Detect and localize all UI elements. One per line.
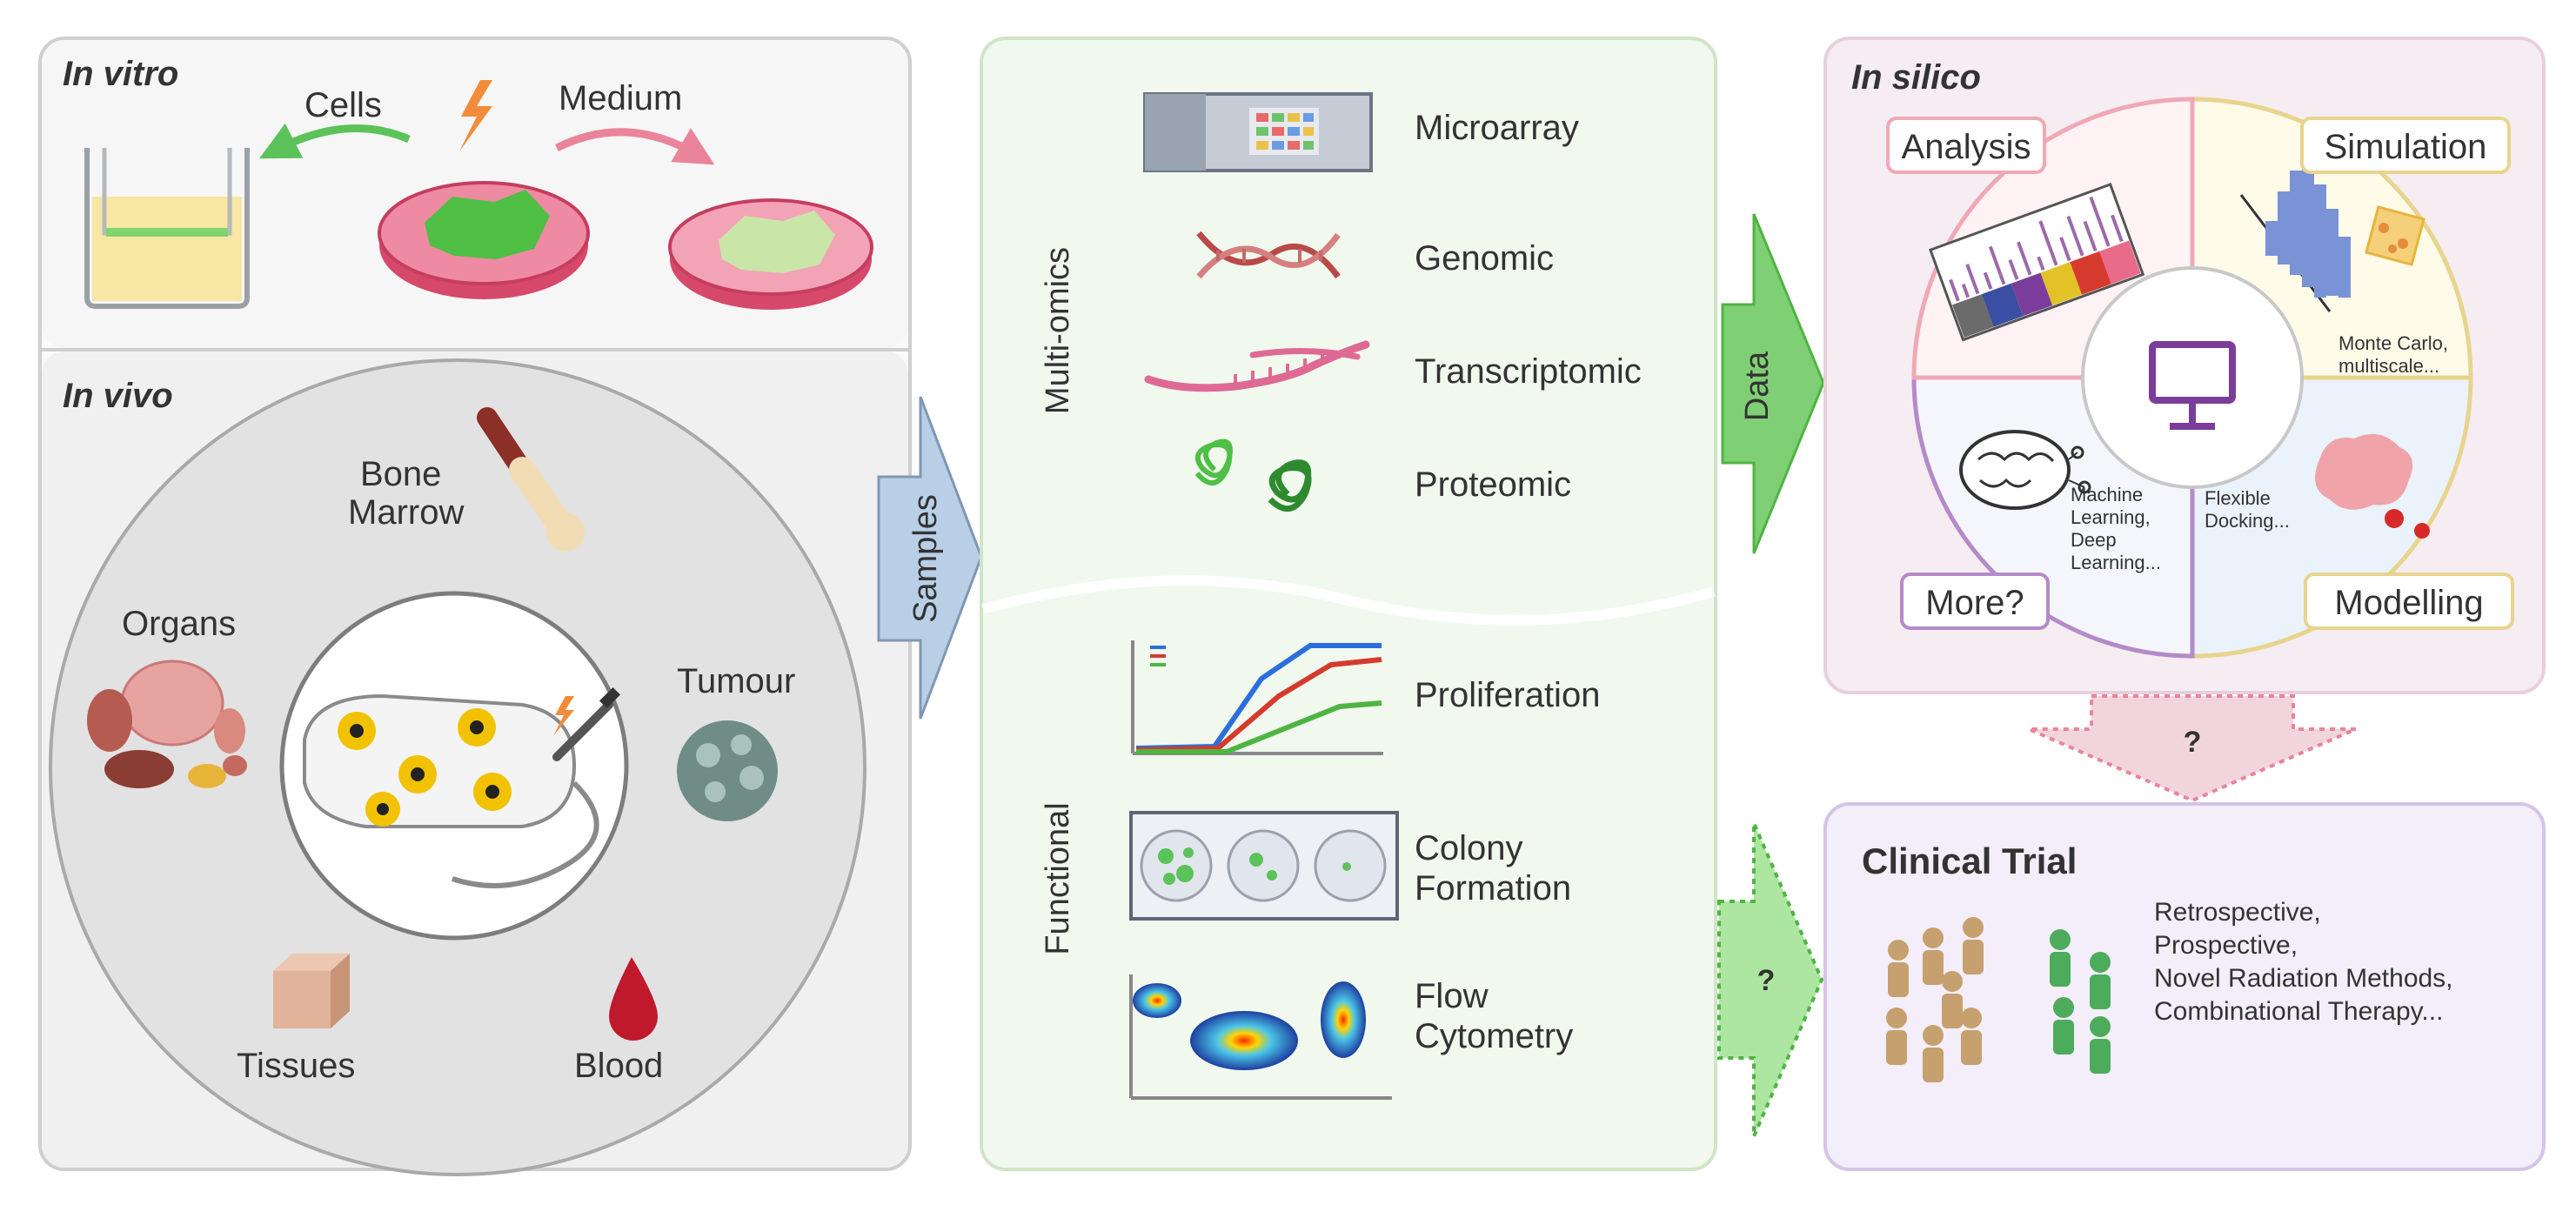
functional-item-cytometry: Cytometry (1415, 1017, 1573, 1055)
docking-text-1: Flexible (2205, 487, 2271, 509)
patients-group-tan-icon (1886, 917, 1984, 1082)
irradiated-dish-icon (668, 198, 873, 310)
rna-icon (1144, 340, 1370, 392)
samples-label: Samples (907, 494, 944, 623)
middle-panel: Multi-omics Functional Microarray (980, 37, 1717, 1171)
analysis-tag (1886, 117, 2046, 174)
histogram-icon (2239, 157, 2425, 312)
functional-item-colony: Colony (1415, 829, 1523, 867)
docking-text-2: Docking... (2205, 510, 2290, 532)
in-vitro-section: In vitro Cells Medium (42, 40, 908, 348)
more-tag (1900, 573, 2050, 630)
organs-icon (87, 660, 247, 788)
question-arrow-right: ? (1717, 822, 1824, 1137)
clinical-item-3: Novel Radiation Methods, (2154, 964, 2453, 993)
blood-drop-icon (609, 957, 658, 1041)
transwell-icon (84, 148, 250, 309)
modelling-tag (2304, 573, 2514, 630)
data-label: Data (1739, 351, 1776, 421)
omics-item-microarray: Microarray (1415, 109, 1579, 147)
computer-icon (2149, 341, 2236, 430)
left-panel: In vitro Cells Medium (38, 37, 912, 1176)
simulation-label: Simulation (2325, 128, 2487, 166)
clinical-item-1: Retrospective, (2154, 898, 2321, 927)
protein-icon (1194, 439, 1312, 512)
in-vitro-title: In vitro (63, 55, 178, 93)
question-mark-right: ? (1757, 964, 1776, 997)
ml-text-2: Learning, (2071, 506, 2151, 528)
modelling-label: Modelling (2334, 584, 2483, 622)
cells-arrow (258, 123, 411, 159)
in-vivo-section: In vivo Bone Marrow Organs Tumou (42, 352, 908, 1176)
bone-label: Bone (360, 455, 441, 493)
protein-docking-icon (2315, 433, 2430, 539)
center-circle (2081, 266, 2304, 489)
colony-plate-icon (1129, 811, 1399, 921)
omics-item-transcriptomic: Transcriptomic (1415, 352, 1642, 391)
clinical-item-4: Combinational Therapy... (2154, 997, 2443, 1026)
functional-item-formation: Formation (1415, 869, 1571, 907)
ml-text-3: Deep (2071, 529, 2117, 551)
omics-item-genomic: Genomic (1415, 239, 1554, 278)
clinical-title: Clinical Trial (1862, 840, 2077, 881)
monte-carlo-text-1: Monte Carlo, (2338, 332, 2448, 354)
in-vivo-title: In vivo (63, 377, 173, 415)
analysis-label: Analysis (1902, 128, 2031, 166)
tissues-label: Tissues (237, 1047, 355, 1085)
more-label: More? (1925, 584, 2024, 622)
bone-icon (477, 407, 585, 552)
cells-label: Cells (304, 86, 382, 124)
patients-group-green-icon (2050, 929, 2111, 1074)
proliferation-chart-icon (1131, 640, 1383, 755)
monte-carlo-text-2: multiscale... (2338, 355, 2439, 377)
question-arrow-down: ? (2028, 694, 2357, 803)
radiation-bolt-icon (459, 80, 492, 151)
tissue-cube-icon (273, 954, 350, 1028)
data-arrow: Data (1721, 213, 1825, 554)
functional-label: Functional (1040, 802, 1076, 954)
ml-text-1: Machine (2071, 484, 2143, 506)
question-mark-down: ? (2184, 726, 2202, 759)
clinical-trial-panel: Clinical Trial Retrospective, Prospectiv… (1823, 802, 2546, 1171)
tumour-label: Tumour (677, 662, 795, 700)
blood-label: Blood (574, 1047, 663, 1085)
medium-label: Medium (559, 79, 682, 117)
heatmap-icon (1929, 183, 2145, 342)
mouse-icon (303, 693, 599, 888)
clinical-item-2: Prospective, (2154, 931, 2298, 960)
ml-text-4: Learning... (2071, 552, 2161, 573)
omics-item-proteomic: Proteomic (1415, 465, 1571, 504)
organs-label: Organs (122, 605, 236, 643)
culture-dish-icon (378, 181, 590, 299)
syringe-icon (552, 686, 621, 761)
multi-omics-label: Multi-omics (1040, 247, 1076, 414)
flow-cytometry-icon (1129, 974, 1392, 1100)
in-silico-panel: In silico (1823, 37, 2546, 694)
functional-item-proliferation: Proliferation (1415, 676, 1600, 714)
medium-arrow (554, 128, 715, 165)
in-silico-title: In silico (1851, 58, 1981, 97)
marrow-label: Marrow (348, 493, 464, 532)
tumour-icon (677, 720, 778, 821)
dna-icon (1196, 231, 1341, 279)
microarray-icon (1143, 92, 1373, 172)
brain-network-icon (1959, 430, 2091, 510)
functional-item-flow: Flow (1415, 977, 1489, 1015)
simulation-tag (2300, 117, 2511, 174)
samples-arrow: Samples (877, 396, 983, 720)
